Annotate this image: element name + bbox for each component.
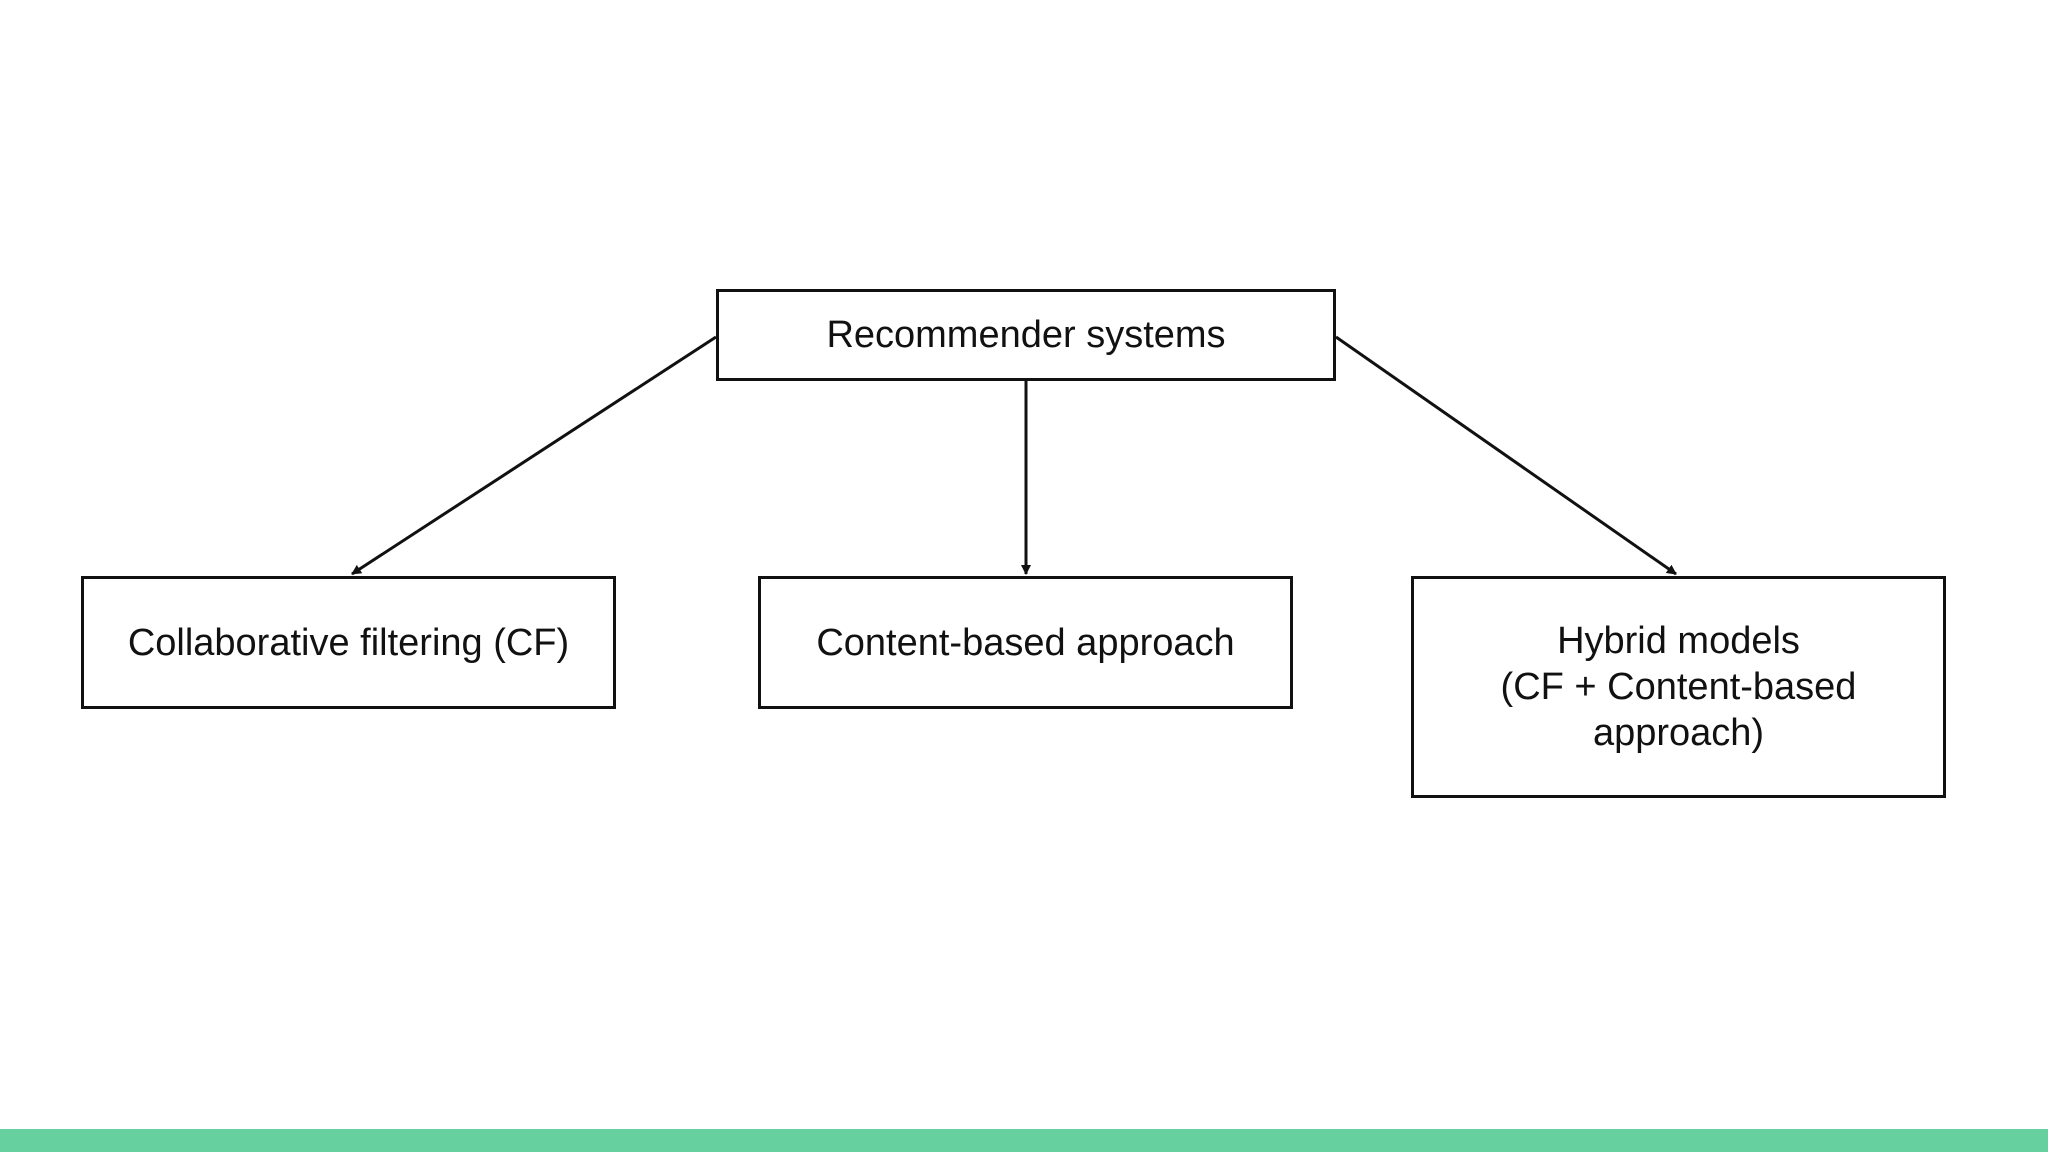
node-recommender-systems: Recommender systems bbox=[716, 289, 1336, 381]
footer-accent-bar bbox=[0, 1129, 2048, 1152]
node-label-line: approach) bbox=[1592, 712, 1765, 754]
node-label-line: Hybrid models bbox=[1557, 620, 1800, 662]
node-label: Recommender systems bbox=[826, 314, 1226, 356]
node-collaborative-filtering: Collaborative filtering (CF) bbox=[81, 576, 616, 709]
node-label: Content-based approach bbox=[816, 621, 1235, 664]
node-hybrid-models: Hybrid models (CF + Content-based approa… bbox=[1411, 576, 1946, 798]
edge-root-to-hy bbox=[1335, 335, 1677, 576]
node-label: Collaborative filtering (CF) bbox=[127, 621, 570, 664]
node-content-based-approach: Content-based approach bbox=[758, 576, 1293, 709]
node-label-group: Hybrid models (CF + Content-based approa… bbox=[1501, 618, 1857, 756]
edge-root-to-cf bbox=[351, 335, 717, 576]
node-label-line: (CF + Content-based bbox=[1500, 666, 1857, 708]
